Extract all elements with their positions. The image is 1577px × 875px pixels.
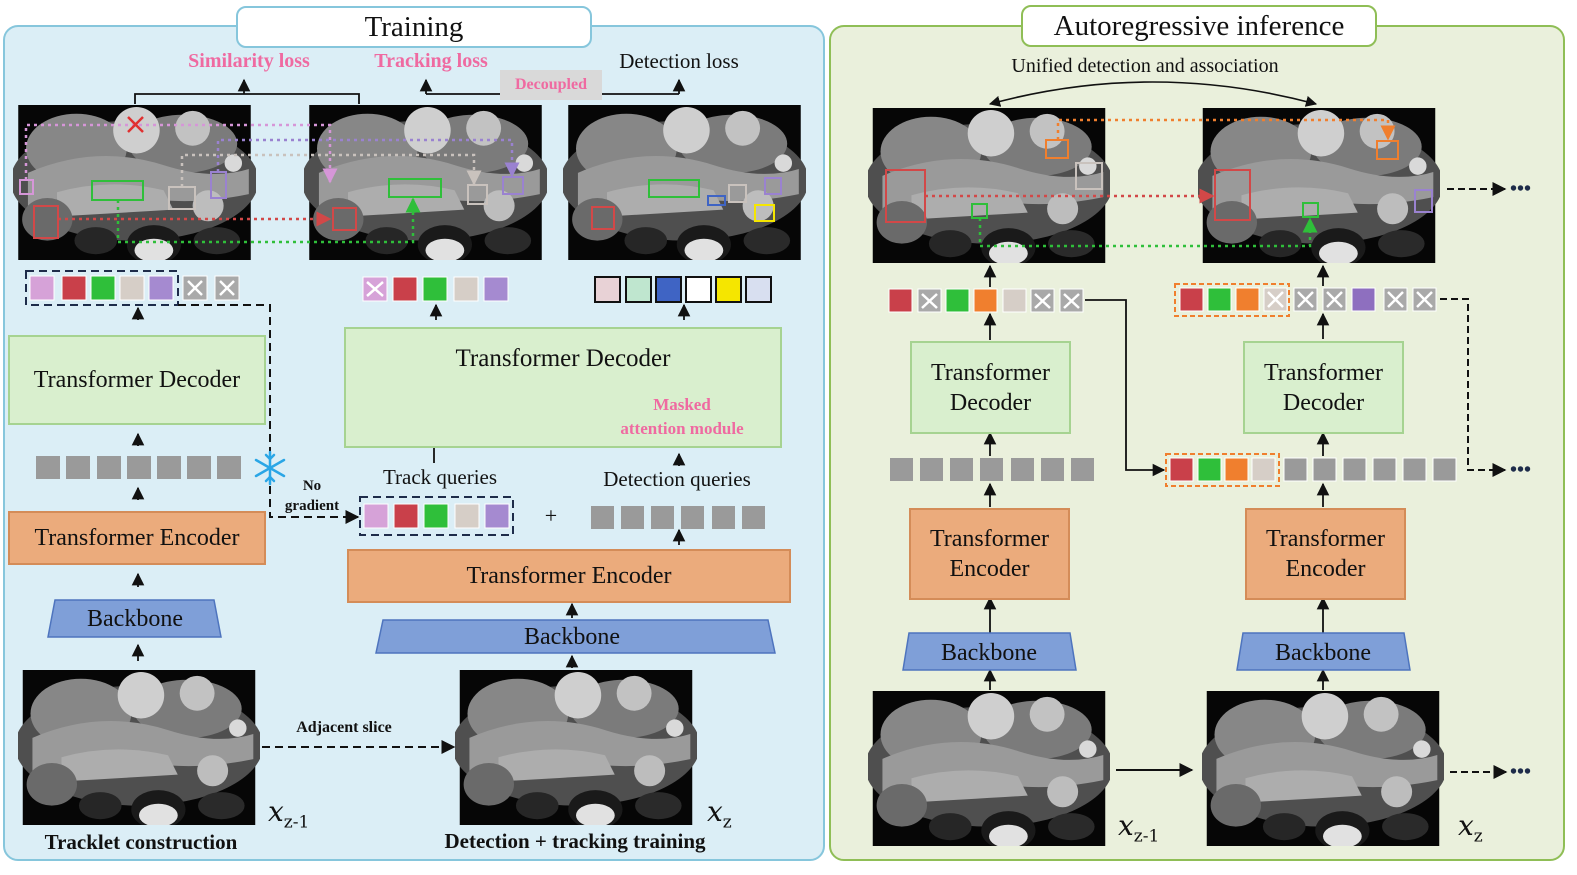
inference-output-tokens-2 xyxy=(1179,287,1437,312)
inference-kept-group-query xyxy=(1165,453,1280,487)
no-gradient-line-1: No xyxy=(302,478,322,494)
inference-encoder-1-line-2: Encoder xyxy=(949,556,1030,582)
inference-backbone-2-label: Backbone xyxy=(1275,640,1371,666)
inference-encoder-2: Transformer Encoder xyxy=(1245,508,1406,600)
unified-arc xyxy=(988,81,1318,107)
left-transformer-encoder: Transformer Encoder xyxy=(8,511,266,565)
ct-image-inference-top-2 xyxy=(1198,108,1440,263)
slice-z-1-label: xz-1 xyxy=(268,795,310,833)
left-backbone xyxy=(47,599,222,638)
right-decoder-label: Transformer Decoder xyxy=(455,345,671,372)
snowflake-icon xyxy=(254,450,286,486)
inference-decoder-2-line-1: Transformer xyxy=(1263,359,1384,386)
inference-bounding-boxes-2 xyxy=(1214,140,1433,221)
ct-image-tracking-top xyxy=(304,105,547,260)
inference-backbone-2 xyxy=(1236,632,1411,671)
detection-queries-label: Detection queries xyxy=(603,467,751,491)
inference-slice-z-label: xz xyxy=(1458,809,1483,847)
ct-image-detection-top xyxy=(563,105,806,260)
unified-label: Unified detection and association xyxy=(1011,55,1279,77)
inference-slice-z-1-label: xz-1 xyxy=(1118,809,1160,847)
ct-image-tracklet-top xyxy=(13,105,256,260)
association-arrows xyxy=(24,123,520,244)
inference-query-bar-2 xyxy=(1169,457,1457,482)
inference-title: Autoregressive inference xyxy=(1021,5,1377,47)
decoupled-badge xyxy=(500,70,602,100)
left-backbone-label: Backbone xyxy=(87,606,183,632)
inference-bounding-boxes-1 xyxy=(885,139,1103,223)
detection-tokens xyxy=(594,276,772,303)
right-backbone-label: Backbone xyxy=(524,624,620,650)
detection-loss-label: Detection loss xyxy=(619,49,739,73)
left-encoder-label: Transformer Encoder xyxy=(34,525,240,551)
ct-image-inference-z xyxy=(1202,691,1444,846)
inference-up-arrows xyxy=(983,264,1330,690)
inference-decoder-2: Transformer Decoder xyxy=(1243,341,1404,434)
training-title: Training xyxy=(236,6,592,48)
track-queries-label: Track queries xyxy=(382,465,498,489)
ct-image-inference-z-1 xyxy=(868,691,1110,846)
red-cross-icon xyxy=(127,116,144,133)
masked-line-1: Masked xyxy=(653,395,711,414)
tracklet-tokens xyxy=(29,275,240,301)
masked-attention-label: Masked attention module xyxy=(620,393,743,441)
inference-backbone-1-label: Backbone xyxy=(941,640,1037,666)
no-gradient-path xyxy=(178,304,360,524)
left-transformer-decoder: Transformer Decoder xyxy=(8,335,266,425)
left-decoder-label: Transformer Decoder xyxy=(33,367,241,393)
inference-kept-group-2 xyxy=(1174,283,1290,317)
similarity-loss-label: Similarity loss xyxy=(188,50,310,72)
inference-encoder-2-line-1: Transformer xyxy=(1265,526,1386,552)
masked-line-2: attention module xyxy=(620,418,744,438)
inference-decoder-1-line-2: Decoder xyxy=(949,389,1032,416)
right-transformer-decoder: Transformer Decoder xyxy=(344,327,782,448)
detection-query-tokens xyxy=(591,506,765,529)
ct-image-slice-z-1 xyxy=(18,670,260,825)
right-backbone xyxy=(375,619,776,654)
continue-dashed-arrow xyxy=(1440,298,1507,477)
decoupled-label: Decoupled xyxy=(515,76,587,93)
right-encoder-label: Transformer Encoder xyxy=(466,563,672,589)
inference-decoder-1: Transformer Decoder xyxy=(910,341,1071,434)
track-query-tokens xyxy=(363,503,510,529)
tracking-loss-label: Tracking loss xyxy=(374,50,488,72)
track-propagation-arrow xyxy=(1085,299,1166,477)
tracklet-construction-caption: Tracklet construction xyxy=(44,830,238,854)
inference-encoder-1-line-1: Transformer xyxy=(929,526,1050,552)
detection-tracking-caption: Detection + tracking training xyxy=(444,829,706,853)
inference-encoder-2-line-2: Encoder xyxy=(1285,556,1366,582)
inference-output-tokens-1 xyxy=(888,288,1084,313)
no-gradient-label: No gradient xyxy=(285,477,339,516)
inference-decoder-2-line-2: Decoder xyxy=(1282,389,1365,416)
inference-decoder-1-line-1: Transformer xyxy=(930,359,1051,386)
right-transformer-encoder: Transformer Encoder xyxy=(347,549,791,603)
ellipsis-bottom: ••• xyxy=(1510,761,1532,783)
inference-backbone-1 xyxy=(902,632,1077,671)
slice-z-label: xz xyxy=(707,795,732,833)
tracklet-token-group xyxy=(25,270,179,306)
inference-query-bar-1 xyxy=(890,458,1094,481)
left-query-bar xyxy=(36,456,241,479)
track-query-group xyxy=(359,496,514,536)
detection-bounding-boxes xyxy=(591,177,782,230)
ellipsis-middle: ••• xyxy=(1510,459,1532,481)
inference-encoder-1: Transformer Encoder xyxy=(909,508,1070,600)
ct-image-slice-z xyxy=(455,670,697,825)
inference-association-arrows xyxy=(925,118,1396,248)
no-gradient-line-2: gradient xyxy=(284,497,340,514)
adjacent-slice-label: Adjacent slice xyxy=(296,719,392,736)
plus-sign: + xyxy=(544,503,558,528)
tracking-tokens xyxy=(362,276,509,302)
ellipsis-top: ••• xyxy=(1510,178,1532,200)
